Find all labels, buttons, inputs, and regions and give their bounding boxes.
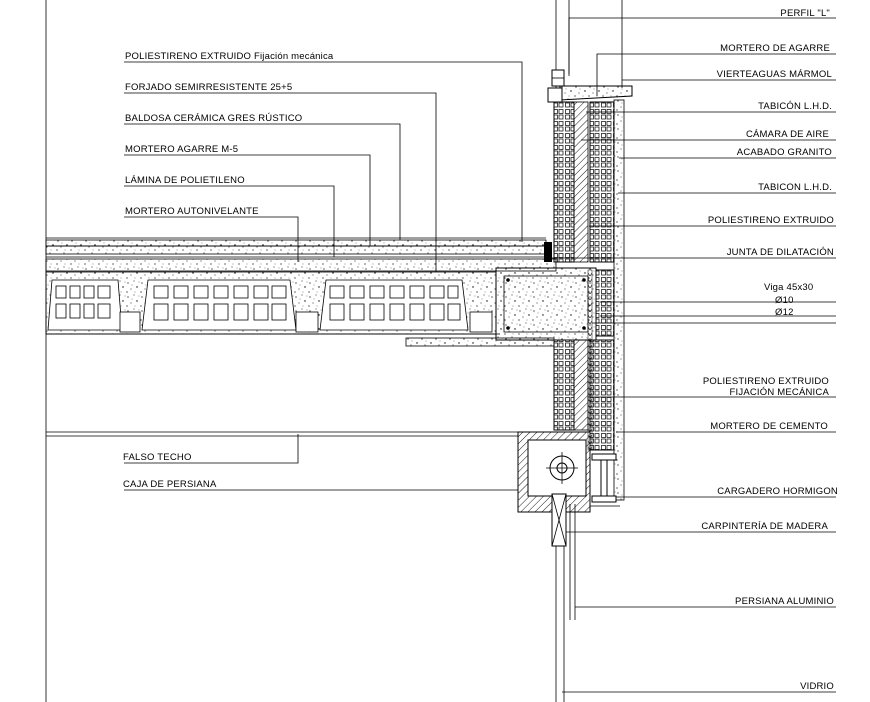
label-mortero-agarre-m5: MORTERO AGARRE M-5 bbox=[125, 144, 238, 155]
label-poliestireno-fijacion-2: FIJACIÓN MECÁNICA bbox=[730, 387, 830, 398]
label-d10: Ø10 bbox=[775, 295, 794, 306]
bovedilla-block-2 bbox=[141, 279, 297, 331]
label-camara-aire: CÁMARA DE AIRE bbox=[746, 129, 829, 140]
right-leaders bbox=[548, 17, 836, 693]
label-vidrio: VIDRIO bbox=[800, 681, 834, 692]
label-mortero-autonivelante: MORTERO AUTONIVELANTE bbox=[125, 206, 259, 217]
label-tabicon-2: TABICON L.H.D. bbox=[758, 182, 832, 193]
label-poliestireno-fijacion-1: POLIESTIRENO EXTRUIDO bbox=[703, 376, 829, 387]
label-carpinteria: CARPINTERÍA DE MADERA bbox=[701, 521, 828, 532]
bovedilla-block-1 bbox=[47, 279, 123, 331]
label-acabado-granito: ACABADO GRANITO bbox=[737, 147, 832, 158]
label-d12: Ø12 bbox=[775, 307, 794, 318]
label-mortero-cemento: MORTERO DE CEMENTO bbox=[710, 421, 828, 432]
label-perfil-l: PERFIL "L" bbox=[780, 8, 830, 19]
beam-viga bbox=[495, 267, 597, 341]
label-persiana: PERSIANA ALUMINIO bbox=[735, 596, 834, 607]
label-poliestireno-fijacion: POLIESTIRENO EXTRUIDO Fijación mecánica bbox=[125, 51, 334, 62]
label-lamina: LÁMINA DE POLIETILENO bbox=[125, 175, 245, 186]
label-poliestireno-extruido: POLIESTIRENO EXTRUIDO bbox=[708, 215, 834, 226]
exterior-wall bbox=[517, 0, 633, 702]
floor-slab bbox=[45, 237, 557, 347]
label-mortero-agarre: MORTERO DE AGARRE bbox=[720, 43, 830, 54]
left-leaders bbox=[124, 61, 523, 491]
label-tabicon-1: TABICÓN L.H.D. bbox=[758, 101, 832, 112]
label-forjado: FORJADO SEMIRRESISTENTE 25+5 bbox=[125, 82, 292, 93]
label-falso-techo: FALSO TECHO bbox=[123, 452, 192, 463]
label-cargadero: CARGADERO HORMIGON bbox=[717, 486, 838, 497]
label-viga: Viga 45x30 bbox=[764, 282, 813, 293]
label-caja-persiana: CAJA DE PERSIANA bbox=[123, 479, 217, 490]
false-ceiling bbox=[46, 431, 518, 437]
label-junta-dilatacion: JUNTA DE DILATACIÓN bbox=[727, 247, 834, 258]
bovedilla-block-3 bbox=[319, 279, 469, 331]
label-vierteaguas: VIERTEAGUAS MÁRMOL bbox=[717, 69, 832, 80]
label-baldosa: BALDOSA CERÁMICA GRES RÚSTICO bbox=[125, 113, 302, 124]
